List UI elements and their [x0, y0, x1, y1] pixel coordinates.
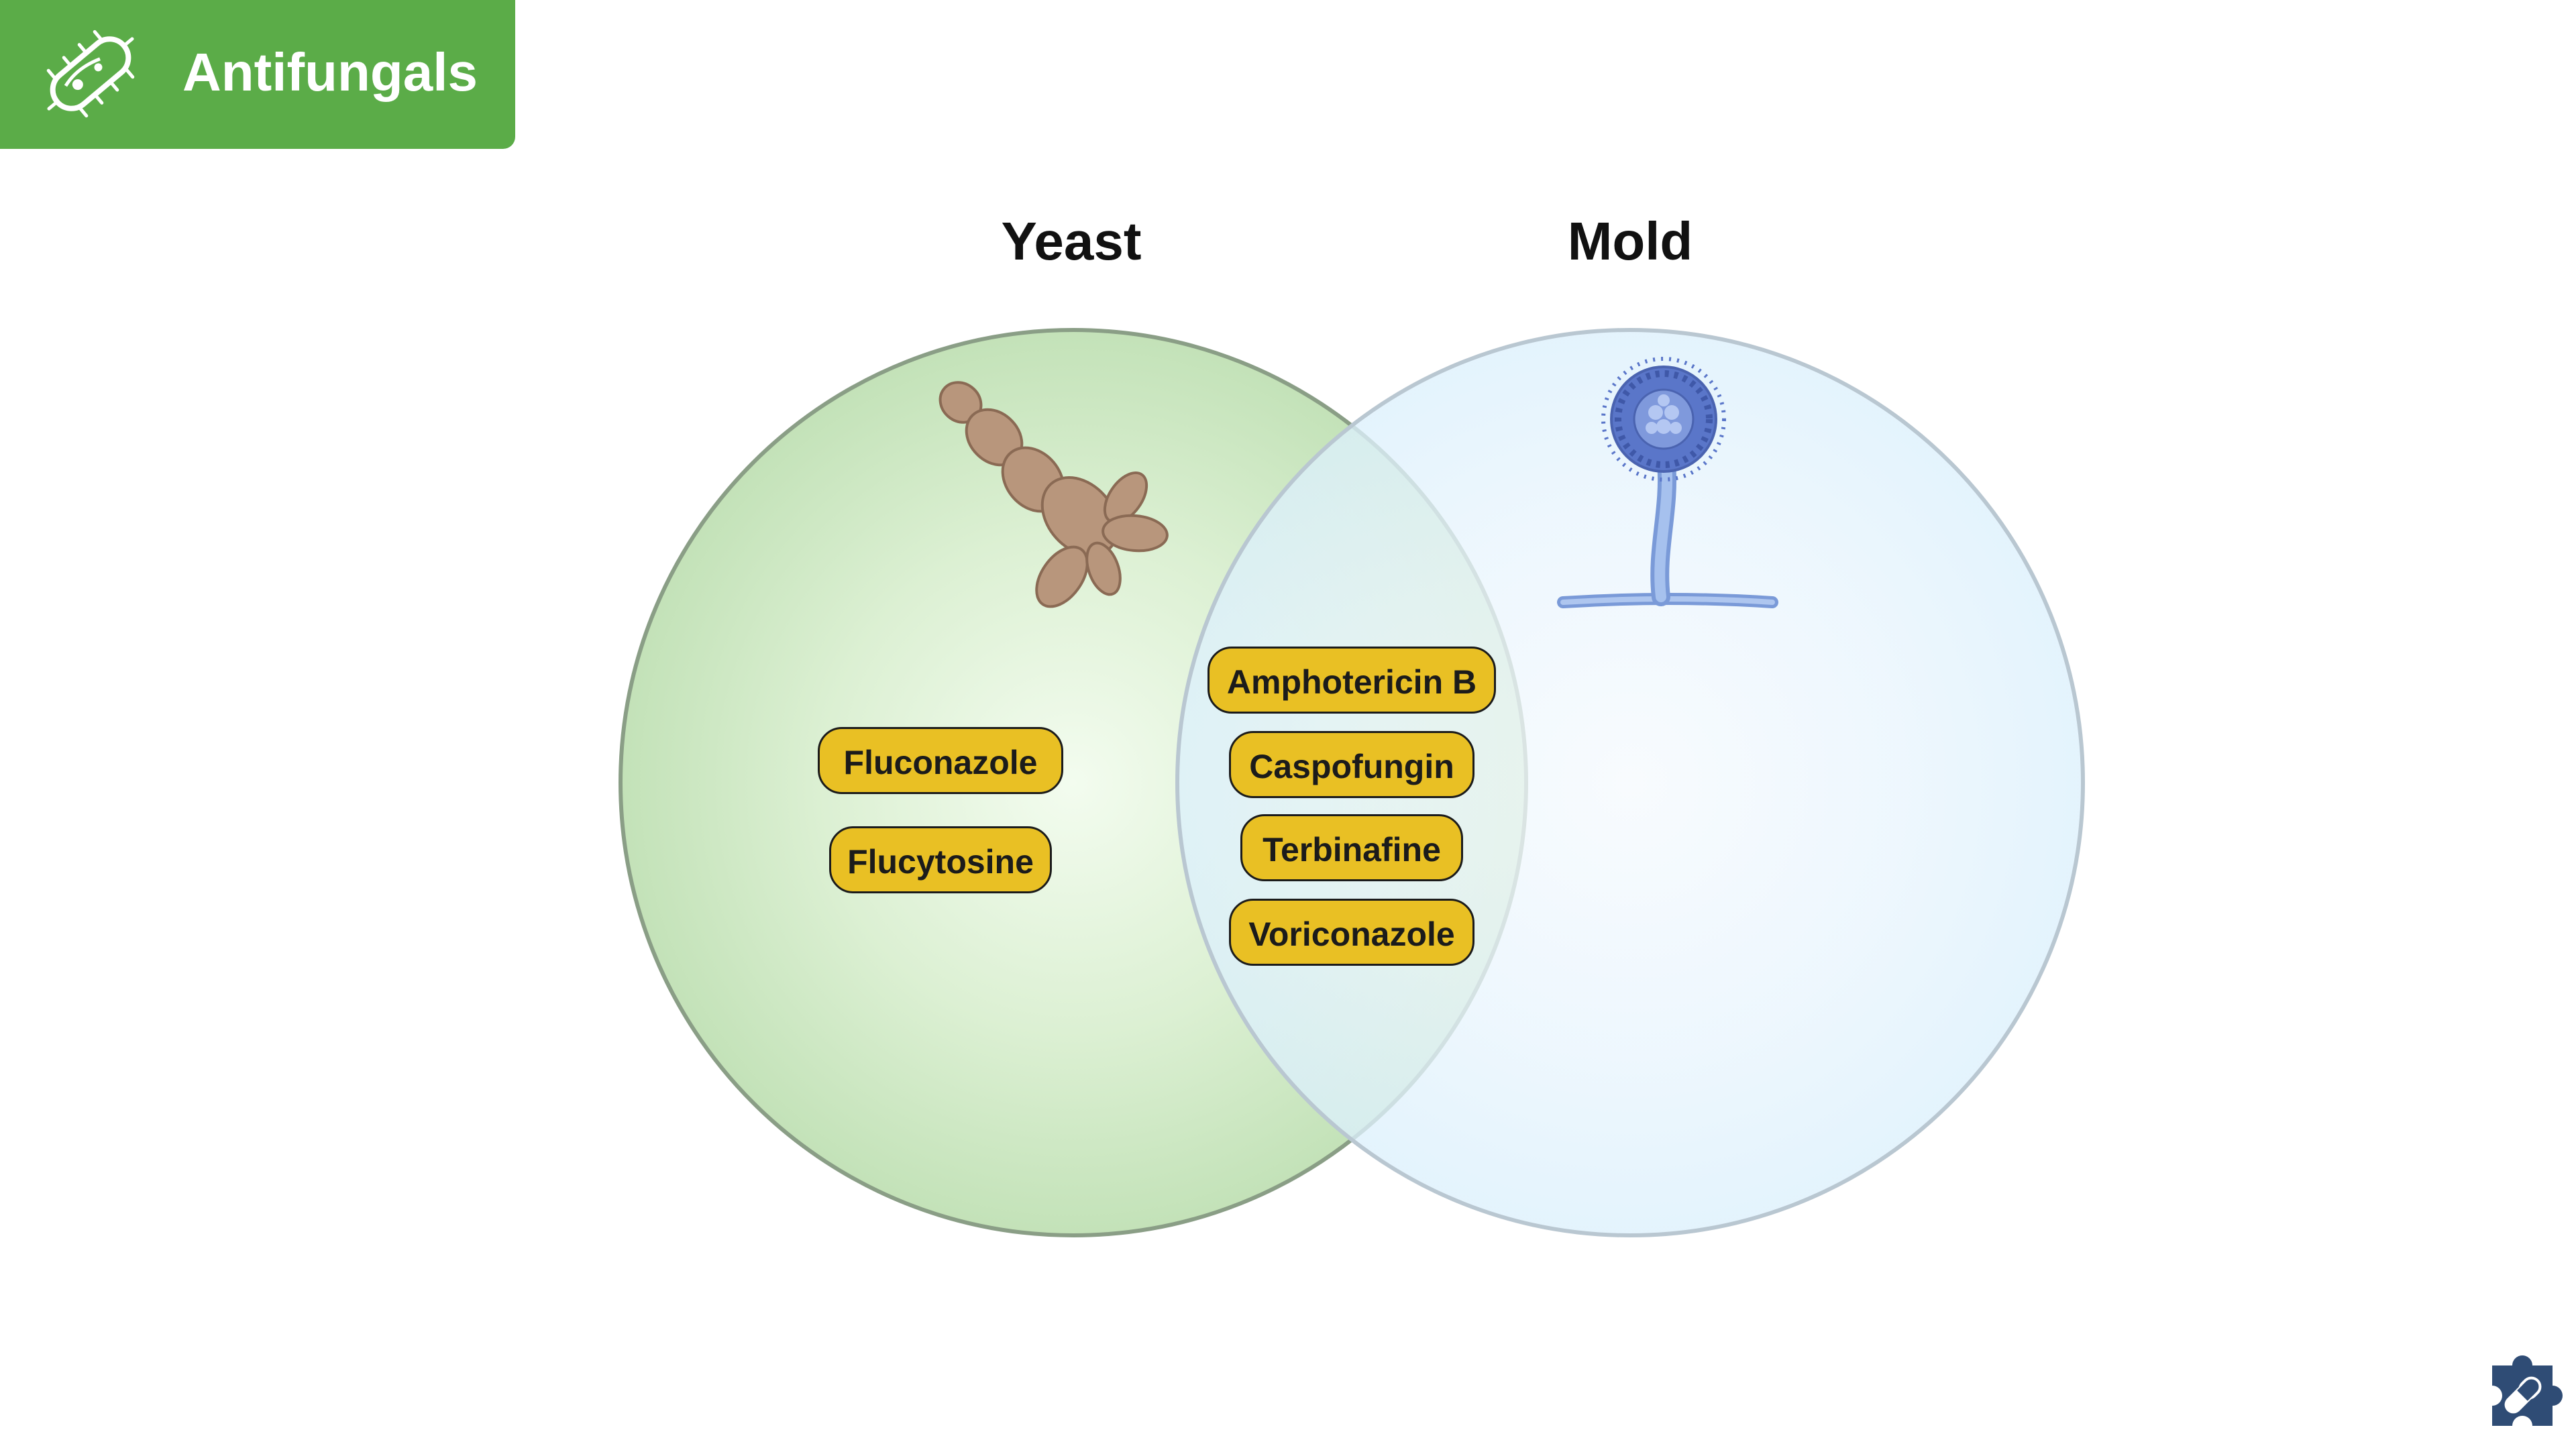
drug-pill-both: Caspofungin — [1229, 731, 1474, 798]
drug-pill-yeast: Fluconazole — [818, 727, 1063, 794]
mold-aspergillus-illustration — [1557, 357, 1778, 608]
drug-pill-both: Voriconazole — [1229, 899, 1474, 966]
puzzle-pill-logo-icon — [2492, 1355, 2563, 1426]
yeast-cell-illustration — [938, 381, 1169, 608]
page-title: Antifungals — [182, 42, 478, 102]
mold-circle — [1175, 328, 2085, 1237]
mold-set-label: Mold — [1567, 211, 1693, 271]
bacterium-icon — [46, 30, 135, 118]
yeast-set-label: Yeast — [1001, 211, 1142, 271]
header-banner: Antifungals — [0, 0, 515, 149]
drug-pill-both: Amphotericin B — [1208, 647, 1496, 714]
drug-pill-yeast: Flucytosine — [829, 826, 1052, 893]
drug-pill-both: Terbinafine — [1240, 814, 1463, 881]
